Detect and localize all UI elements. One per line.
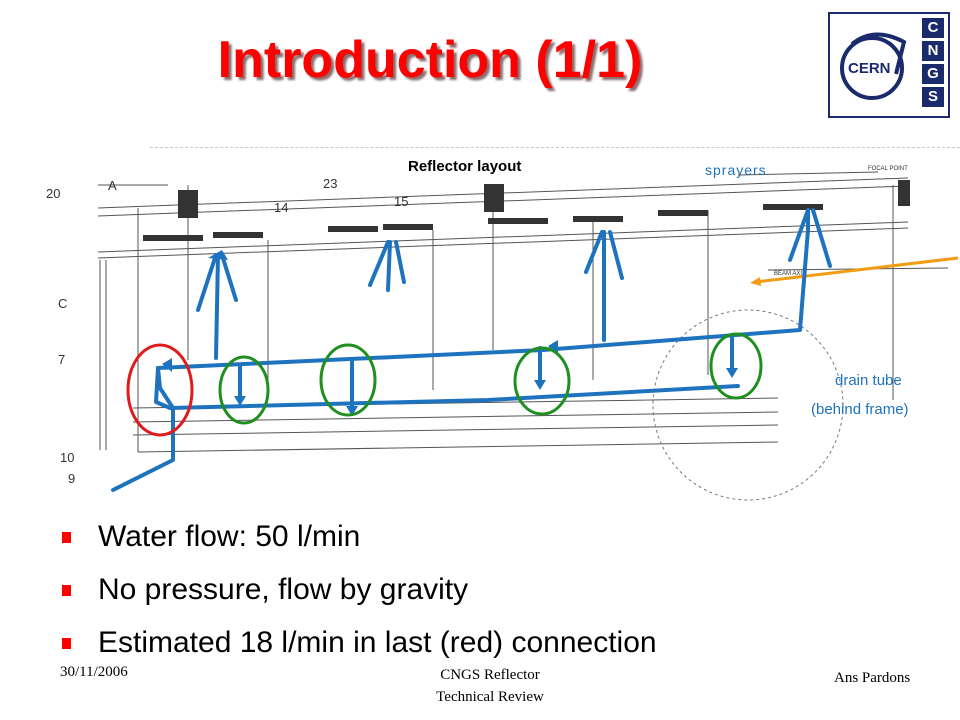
logo-letter-g: G — [922, 64, 944, 84]
critical-connection — [126, 343, 194, 437]
slide-title: Introduction (1/1) — [217, 31, 643, 89]
flow-arrowheads — [162, 250, 738, 416]
svg-text:23: 23 — [323, 176, 337, 191]
cern-wordmark: CERN — [848, 60, 891, 77]
bullet-marker-icon — [62, 532, 71, 543]
svg-text:7: 7 — [58, 352, 65, 367]
svg-text:C: C — [58, 296, 67, 311]
svg-text:BEAM AXIS: BEAM AXIS — [774, 271, 806, 277]
svg-text:20: 20 — [46, 186, 60, 201]
drawing-numbers: 20 A 14 23 15 C 7 10 9 BEAM AXIS FOCAL P… — [46, 166, 908, 486]
svg-text:15: 15 — [394, 194, 408, 209]
bullet-marker-icon — [62, 638, 71, 649]
svg-text:10: 10 — [60, 450, 74, 465]
footer-event: CNGS Reflector Technical Review — [380, 664, 600, 708]
cngs-logo: CERN C N G S — [828, 12, 950, 118]
sprayers-label: sprayers — [705, 162, 767, 178]
footer-author: Ans Pardons — [834, 670, 911, 686]
svg-text:FOCAL POINT: FOCAL POINT — [868, 166, 908, 172]
ok-connection-4 — [709, 332, 763, 400]
bullet-text: Estimated 18 l/min in last (red) connect… — [98, 626, 657, 659]
footer-event-line2: Technical Review — [436, 689, 544, 705]
ok-connection-3 — [513, 346, 571, 416]
beam-arrow — [755, 256, 959, 284]
bullet-marker-icon — [62, 585, 71, 596]
diagram-title: Reflector layout — [408, 158, 522, 175]
svg-text:A: A — [108, 178, 117, 193]
bullet-text: Water flow: 50 l/min — [98, 520, 361, 553]
logo-letter-c: C — [922, 18, 944, 38]
svg-text:9: 9 — [68, 471, 75, 486]
bullet-list: Water flow: 50 l/min No pressure, flow b… — [62, 515, 942, 674]
drain-tube-label: drain tube — [835, 372, 902, 389]
footer-date: 30/11/2006 — [60, 664, 128, 680]
svg-text:14: 14 — [274, 200, 288, 215]
reflector-layout-drawing: 20 A 14 23 15 C 7 10 9 BEAM AXIS FOCAL P… — [46, 166, 959, 501]
logo-letter-n: N — [922, 41, 944, 61]
sprayer-nozzles — [143, 180, 910, 241]
ok-connection-2 — [319, 343, 377, 417]
logo-letter-s: S — [922, 87, 944, 107]
footer-event-line1: CNGS Reflector — [440, 667, 540, 683]
bullet-item: Water flow: 50 l/min — [62, 515, 942, 568]
cern-logo-icon: CERN — [840, 32, 907, 100]
title-divider — [150, 147, 960, 148]
ok-connection-1 — [218, 355, 270, 425]
water-pipes — [111, 208, 832, 492]
bullet-item: Estimated 18 l/min in last (red) connect… — [62, 621, 942, 674]
drain-tube-note: (behind frame) — [811, 401, 909, 418]
bullet-item: No pressure, flow by gravity — [62, 568, 942, 621]
connection-markers — [126, 332, 763, 437]
bullet-text: No pressure, flow by gravity — [98, 573, 469, 606]
